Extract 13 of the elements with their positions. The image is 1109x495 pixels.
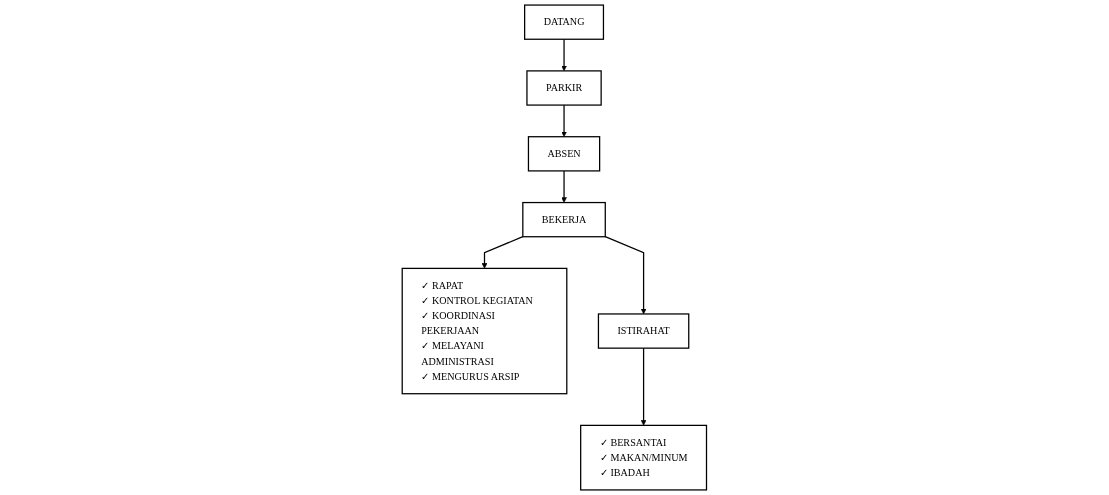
node-box: ABSEN bbox=[527, 136, 601, 172]
node-box: ✓ BERSANTAI ✓ MAKAN/MINUM ✓ IBADAH bbox=[580, 424, 708, 491]
arrow bbox=[561, 38, 567, 72]
arrow bbox=[481, 236, 524, 269]
arrow bbox=[640, 347, 647, 426]
node-box: PARKIR bbox=[526, 70, 602, 106]
node-box: ✓ RAPAT ✓ KONTROL KEGIATAN ✓ KOORDINASI PEKERJAAN ✓ MELAYANI ADMINISTRASI ✓ MENGURUS ARSIP bbox=[401, 267, 568, 395]
arrow bbox=[561, 104, 567, 137]
arrow bbox=[561, 170, 567, 203]
node-box: ISTIRAHAT bbox=[597, 313, 690, 349]
node-box: DATANG bbox=[524, 4, 605, 40]
arrow bbox=[604, 236, 647, 315]
node-box: BEKERJA bbox=[522, 201, 607, 238]
